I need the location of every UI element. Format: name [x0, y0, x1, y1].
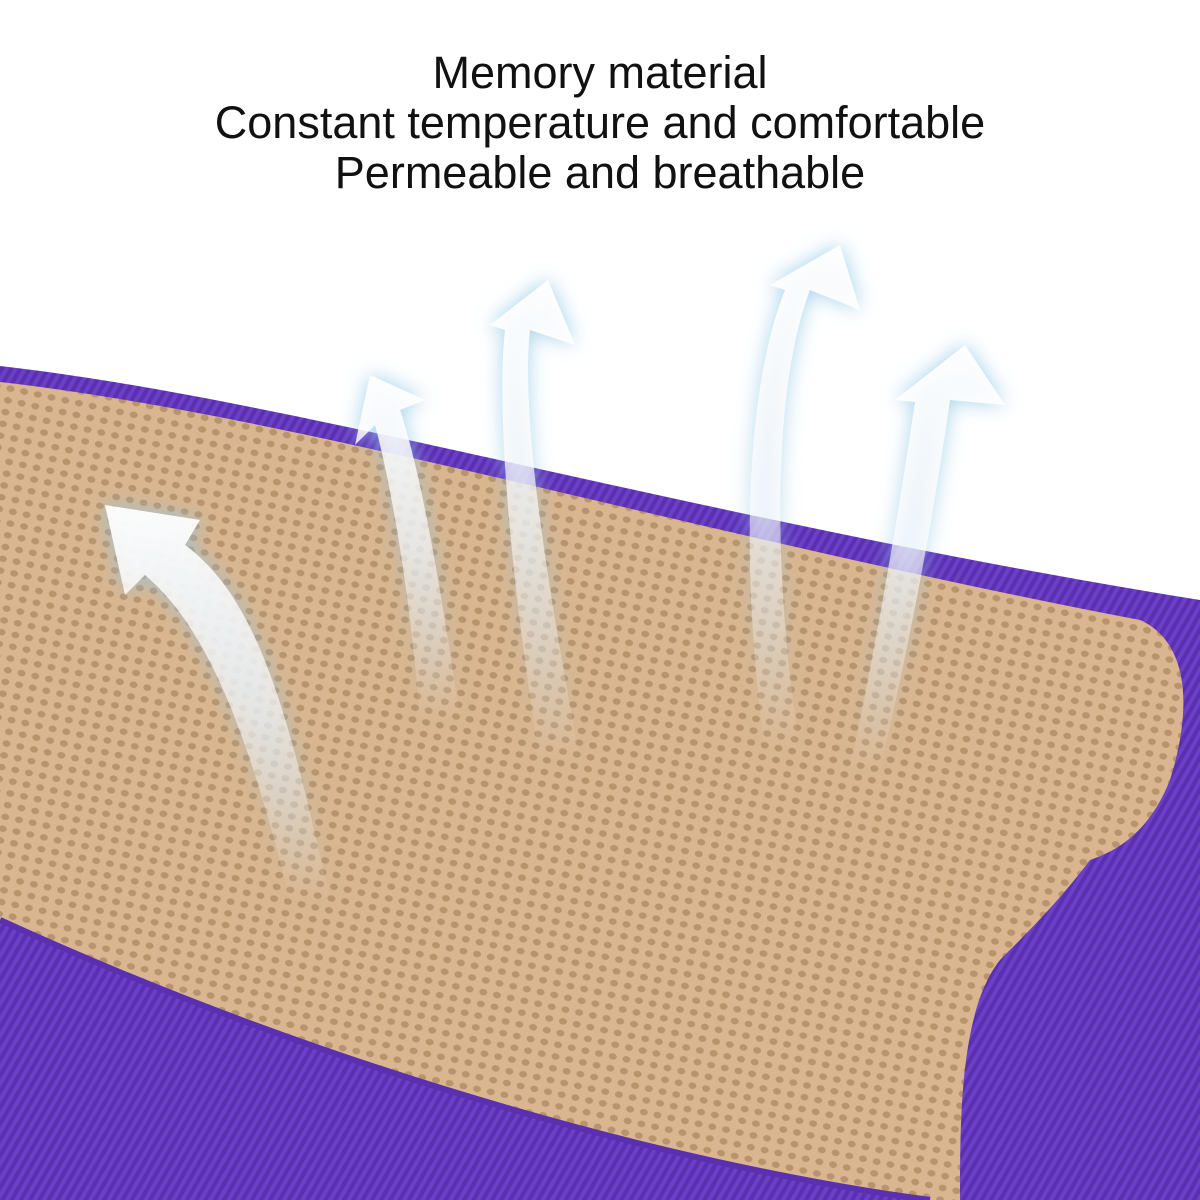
caption-line-breathable: Permeable and breathable — [334, 147, 866, 198]
caption-line-constant-temperature: Constant temperature and comfortable — [214, 97, 986, 148]
arrow-icon — [850, 345, 1005, 770]
arrow-icon — [490, 280, 580, 760]
caption-line-memory-material: Memory material — [432, 47, 768, 98]
airflow-arrows — [105, 245, 1005, 900]
arrow-icon — [105, 505, 330, 900]
arrow-icon — [355, 375, 460, 720]
arrow-icon — [749, 245, 860, 750]
feature-caption: Memory material Constant temperature and… — [0, 48, 1200, 198]
